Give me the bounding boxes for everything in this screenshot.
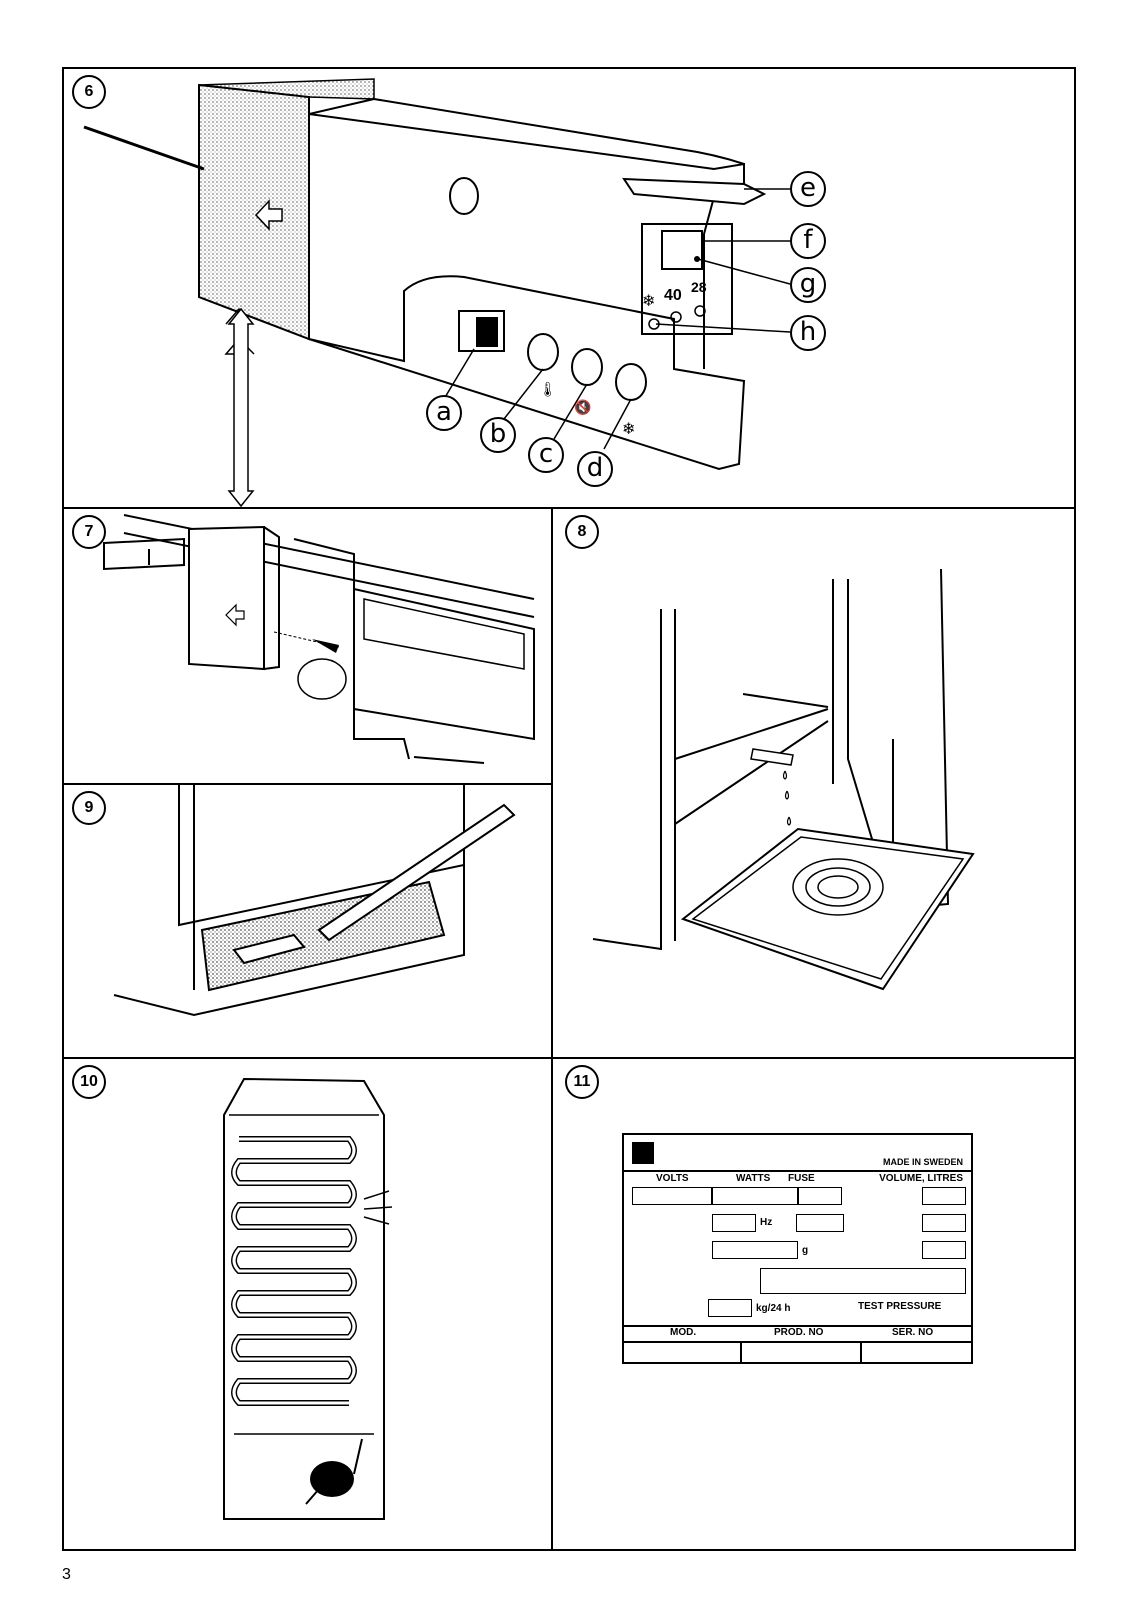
- figure-10-condenser: 10: [64, 1059, 551, 1549]
- thermometer-icon: 🌡: [539, 381, 557, 397]
- brand-logo-icon: [632, 1142, 654, 1164]
- field-volume-1: [922, 1187, 966, 1205]
- field-volts: [632, 1187, 712, 1205]
- page-number: 3: [62, 1566, 71, 1583]
- label-mod: MOD.: [670, 1327, 697, 1338]
- panel-label-28: 28: [691, 279, 707, 295]
- callout-c: c: [528, 437, 564, 473]
- field-volume-2: [922, 1214, 966, 1232]
- label-volts: VOLTS: [656, 1173, 689, 1184]
- figure-7-number: 7: [72, 515, 106, 549]
- figure-6-number: 6: [72, 75, 106, 109]
- field-g: [712, 1241, 798, 1259]
- label-ser-no: SER. NO: [892, 1327, 934, 1338]
- callout-e: e: [790, 171, 826, 207]
- field-fuse: [798, 1187, 842, 1205]
- plate-rule: [624, 1325, 971, 1327]
- callout-h: h: [790, 315, 826, 351]
- label-prod-no: PROD. NO: [774, 1327, 824, 1338]
- figure-7-light-cover: 7: [64, 509, 551, 783]
- plate-rule: [624, 1341, 971, 1343]
- figure-6-control-panel: 6 a b c d e f g h ❄ 40 28 🌡 🔇 ❄: [64, 69, 1074, 507]
- callout-d: d: [577, 451, 613, 487]
- field-watts: [712, 1187, 798, 1205]
- field-2: [796, 1214, 844, 1232]
- figure-8-drip-tray: 8: [553, 509, 1074, 1057]
- divider: [62, 1057, 1076, 1059]
- divider: [62, 507, 1076, 509]
- label-kg24h: kg/24 h: [756, 1303, 791, 1314]
- figure-11-number: 11: [565, 1065, 599, 1099]
- plate-rule: [624, 1170, 971, 1172]
- figure-10-number: 10: [72, 1065, 106, 1099]
- field-test-pressure: [760, 1268, 966, 1294]
- divider: [62, 783, 552, 785]
- panel-label-40: 40: [664, 287, 682, 304]
- field-volume-3: [922, 1241, 966, 1259]
- mute-alarm-icon: 🔇: [574, 399, 592, 415]
- figure-8-number: 8: [565, 515, 599, 549]
- figure-9-drain-cleaning: 9: [64, 785, 551, 1057]
- label-fuse: FUSE: [788, 1173, 815, 1184]
- label-g: g: [802, 1245, 809, 1256]
- figure-frame: [62, 67, 1076, 1551]
- field-kg24h: [708, 1299, 752, 1317]
- callout-a: a: [426, 395, 462, 431]
- snowflake-icon: ❄: [622, 421, 636, 438]
- snowflake-icon: ❄: [642, 293, 656, 310]
- divider: [551, 507, 553, 1551]
- label-volume: VOLUME, LITRES: [879, 1173, 963, 1184]
- plate-divider: [740, 1341, 742, 1363]
- figure-9-number: 9: [72, 791, 106, 825]
- plate-divider: [860, 1341, 862, 1363]
- label-test-pressure: TEST PRESSURE: [858, 1301, 942, 1312]
- callout-b: b: [480, 417, 516, 453]
- made-in-sweden: MADE IN SWEDEN: [882, 1157, 963, 1167]
- label-hz: Hz: [760, 1217, 773, 1228]
- field-hz: [712, 1214, 756, 1232]
- callout-g: g: [790, 267, 826, 303]
- figure-11-rating-plate-panel: 11: [553, 1059, 1074, 1549]
- rating-plate: MADE IN SWEDEN VOLTS WATTS FUSE VOLUME, …: [622, 1133, 973, 1364]
- callout-f: f: [790, 223, 826, 259]
- label-watts: WATTS: [736, 1173, 771, 1184]
